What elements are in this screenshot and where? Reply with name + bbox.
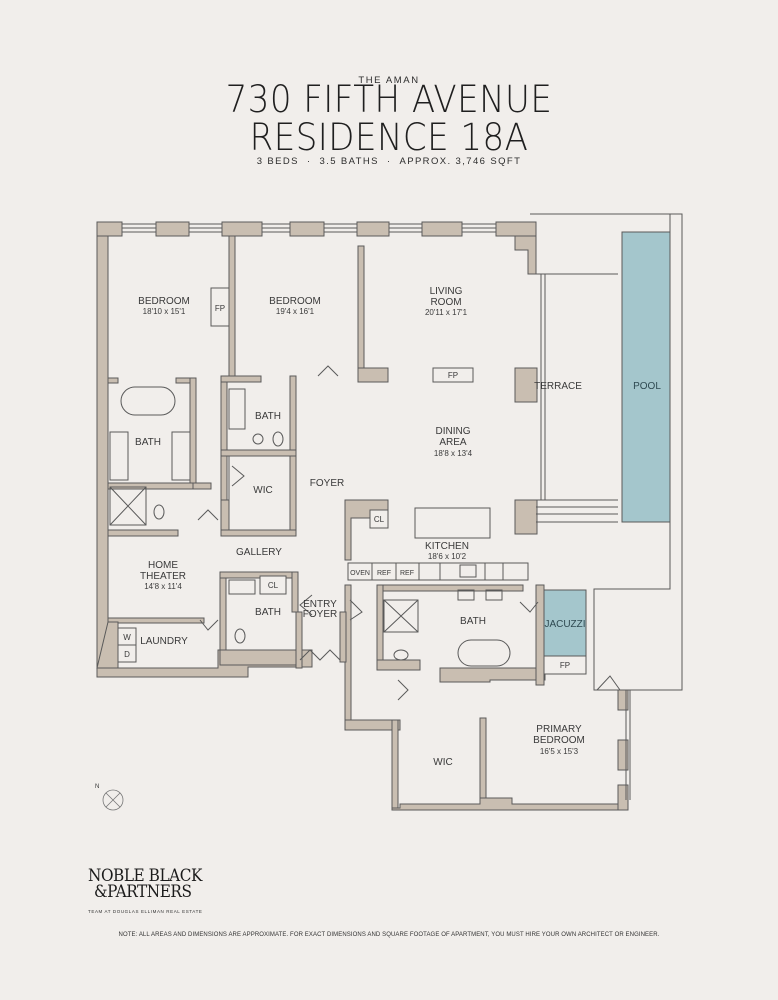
room-label-entry-foyer: ENTRY <box>303 599 337 610</box>
room-label-wic-primary: WIC <box>433 757 452 768</box>
room-label-foyer: FOYER <box>310 478 344 489</box>
room-label-bath-powder: BATH <box>255 607 281 618</box>
room-label-wic-1: WIC <box>253 485 272 496</box>
beds-count: 3 BEDS <box>256 156 299 167</box>
room-label-primary-bedroom-2: BEDROOM <box>533 735 585 746</box>
brand-line-2: &PARTNERS <box>94 882 192 902</box>
washer-label: W <box>123 633 131 642</box>
room-dims-home-theater: 14'8 x 11'4 <box>144 582 182 591</box>
brand-tagline: TEAM AT DOUGLAS ELLIMAN REAL ESTATE <box>88 909 203 914</box>
fridge-label-2: REF <box>400 570 414 577</box>
disclaimer-note: NOTE: ALL AREAS AND DIMENSIONS ARE APPRO… <box>118 932 660 938</box>
room-label-bath-bedroom-1: BATH <box>135 437 161 448</box>
room-label-gallery: GALLERY <box>236 547 282 558</box>
brand-line-1: NOBLE BLACK <box>88 866 203 886</box>
room-label-pool: POOL <box>633 381 661 392</box>
residence-title: RESIDENCE 18A <box>249 116 529 159</box>
separator: · <box>306 156 312 167</box>
room-label-bedroom-1: BEDROOM <box>138 296 190 307</box>
room-label-terrace: TERRACE <box>534 381 582 392</box>
fireplace-label-primary: FP <box>560 661 570 670</box>
room-dims-primary-bedroom: 16'5 x 15'3 <box>540 747 579 756</box>
room-dims-kitchen: 18'6 x 10'2 <box>428 552 467 561</box>
compass-north-label: N <box>95 784 99 790</box>
room-label-bath-primary: BATH <box>460 616 486 627</box>
closet-label-powder: CL <box>268 581 279 590</box>
west-wall <box>96 221 109 669</box>
oven-label: OVEN <box>350 570 370 577</box>
room-dims-bedroom-1: 18'10 x 15'1 <box>143 307 186 316</box>
address-title: 730 FIFTH AVENUE <box>225 78 553 121</box>
room-label-bath-bedroom-2: BATH <box>255 411 281 422</box>
room-dims-bedroom-2: 19'4 x 16'1 <box>276 307 315 316</box>
room-label-dining-2: AREA <box>439 437 467 448</box>
room-label-home-theater-2: THEATER <box>140 571 186 582</box>
north-compass: N <box>93 780 129 821</box>
closet-label-kitchen: CL <box>374 515 385 524</box>
baths-count: 3.5 BATHS <box>319 156 379 167</box>
fridge-label-1: REF <box>377 570 391 577</box>
room-label-entry-foyer-2: FOYER <box>303 609 337 620</box>
fireplace-label-bedroom: FP <box>215 304 225 313</box>
room-label-primary-bedroom: PRIMARY <box>536 724 582 735</box>
room-dims-dining: 18'8 x 13'4 <box>434 449 473 458</box>
room-label-living-2: ROOM <box>430 297 461 308</box>
compass-icon: N <box>95 784 124 811</box>
brand-logo: NOBLE BLACK &PARTNERS TEAM AT DOUGLAS EL… <box>88 868 215 920</box>
fireplace-label-living: FP <box>448 371 458 380</box>
room-dims-living: 20'11 x 17'1 <box>425 308 468 317</box>
north-wall-segment <box>96 221 123 237</box>
room-label-jacuzzi: JACUZZI <box>544 619 585 630</box>
separator: · <box>386 156 392 167</box>
room-label-bedroom-2: BEDROOM <box>269 296 321 307</box>
room-label-dining: DINING <box>436 426 471 437</box>
unit-summary: 3 BEDS · 3.5 BATHS · APPROX. 3,746 SQFT <box>0 156 778 167</box>
square-footage: APPROX. 3,746 SQFT <box>399 156 522 167</box>
room-label-living: LIVING <box>430 286 463 297</box>
dryer-label: D <box>124 650 130 659</box>
building-name: THE AMAN <box>358 75 420 86</box>
room-label-home-theater: HOME <box>148 560 178 571</box>
room-label-laundry: LAUNDRY <box>140 636 188 647</box>
room-label-kitchen: KITCHEN <box>425 541 469 552</box>
